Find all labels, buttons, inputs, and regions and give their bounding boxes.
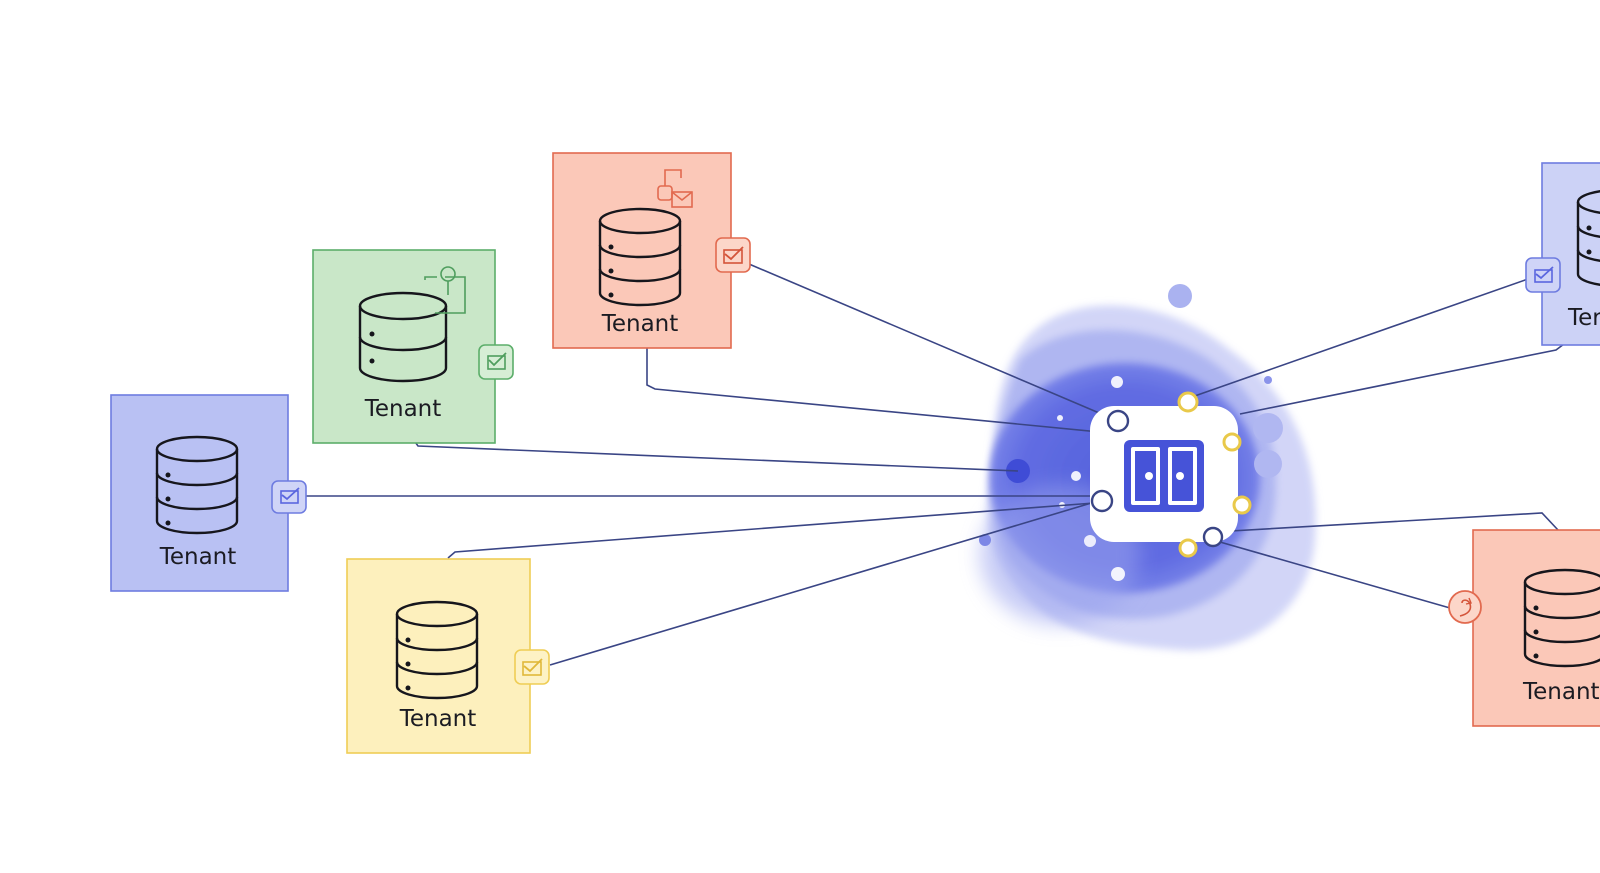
- database-icon: [155, 435, 239, 535]
- check-badge-icon[interactable]: [715, 237, 751, 273]
- folder-mail-icon: [657, 169, 693, 208]
- tenant-label: Tenant: [159, 544, 237, 570]
- location-pin-icon: [424, 266, 466, 314]
- port-node: [1202, 526, 1224, 548]
- port-node: [1177, 391, 1199, 413]
- tenant-card-yellow[interactable]: Tenant: [346, 558, 531, 754]
- check-badge-icon[interactable]: [478, 344, 514, 380]
- port-node: [1178, 538, 1198, 558]
- database-icon: [1576, 190, 1600, 286]
- split-panel-icon: [1124, 440, 1204, 512]
- tenant-label: Tenant: [601, 311, 679, 337]
- tenant-card-blue-left[interactable]: Tenant: [110, 394, 289, 592]
- tenant-label: Ter: [1567, 305, 1600, 331]
- tenant-card-green[interactable]: Tenant: [312, 249, 496, 444]
- database-icon: [598, 207, 682, 307]
- hub-ports: [1090, 391, 1252, 558]
- hub-core[interactable]: [1090, 406, 1238, 542]
- tenant-label: Tenant: [364, 396, 442, 422]
- tenant-label: Tenant: [399, 706, 477, 732]
- check-badge-icon[interactable]: [271, 480, 307, 514]
- tenant-card-salmon-top[interactable]: Tenant: [552, 152, 732, 349]
- tenant-card-blue-right[interactable]: Ter: [1541, 162, 1600, 346]
- port-node: [1090, 489, 1114, 513]
- database-icon: [358, 291, 448, 383]
- tenant-card-salmon-right[interactable]: Tenant: [1472, 529, 1600, 727]
- check-badge-icon[interactable]: [1525, 257, 1561, 293]
- database-icon: [395, 600, 479, 700]
- port-node: [1106, 409, 1130, 433]
- tenant-label: Tenant: [1522, 679, 1600, 705]
- database-icon: [1523, 568, 1600, 668]
- refresh-badge-icon[interactable]: [1448, 590, 1482, 624]
- port-node: [1222, 432, 1242, 452]
- port-node: [1232, 495, 1252, 515]
- check-badge-icon[interactable]: [514, 649, 550, 685]
